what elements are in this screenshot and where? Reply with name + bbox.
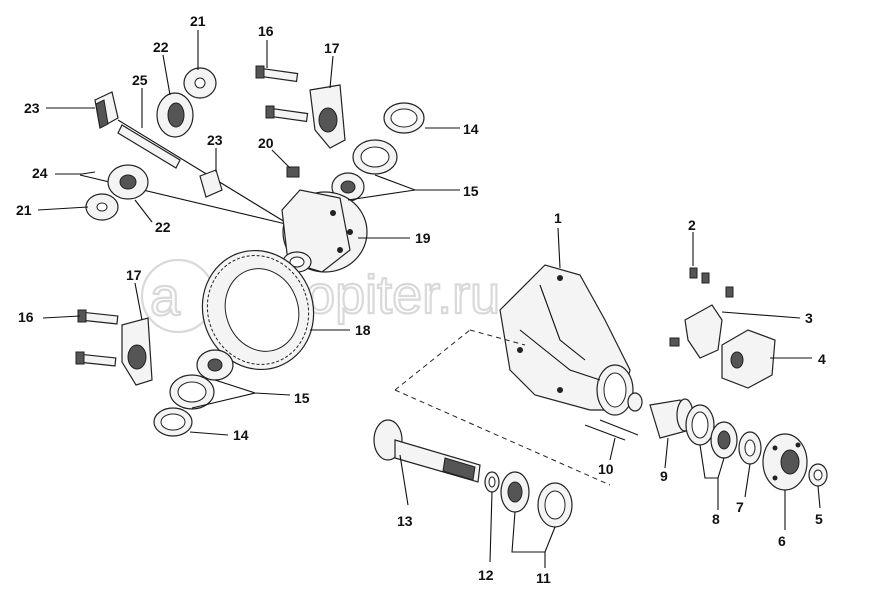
callout-16-left: 16 bbox=[18, 309, 34, 325]
lock-nut bbox=[286, 166, 300, 178]
watermark-a: a bbox=[150, 267, 181, 327]
callout-23-right: 23 bbox=[207, 132, 223, 148]
bolt-2b bbox=[701, 272, 710, 284]
differential-case bbox=[281, 189, 368, 273]
callout-13: 13 bbox=[397, 513, 413, 529]
callout-17-top: 17 bbox=[324, 40, 340, 56]
callout-8: 8 bbox=[712, 511, 720, 527]
callout-25: 25 bbox=[132, 72, 148, 88]
callout-6: 6 bbox=[778, 533, 786, 549]
bolt-head-top-1 bbox=[255, 65, 265, 79]
leader-lines bbox=[37, 30, 821, 568]
assembly-dashed-frame bbox=[394, 329, 611, 486]
bevel-pinion-bottom bbox=[199, 169, 223, 198]
bearing-cap-group-left bbox=[75, 309, 153, 386]
bracket bbox=[684, 304, 723, 359]
carrier-housing bbox=[499, 264, 634, 416]
callout-17-left: 17 bbox=[126, 267, 142, 283]
callout-18: 18 bbox=[355, 322, 371, 338]
callout-14-left: 14 bbox=[233, 427, 249, 443]
callout-12: 12 bbox=[478, 567, 494, 583]
callout-20: 20 bbox=[258, 135, 274, 151]
callout-15-top: 15 bbox=[463, 183, 479, 199]
callout-23-left: 23 bbox=[24, 100, 40, 116]
callout-16-top: 16 bbox=[258, 23, 274, 39]
cross-shaft bbox=[117, 124, 181, 169]
callout-2: 2 bbox=[688, 217, 696, 233]
mount-block bbox=[721, 329, 776, 389]
callout-3: 3 bbox=[805, 310, 813, 326]
bolt-pair-10 bbox=[584, 419, 639, 441]
bolt-2c bbox=[725, 286, 734, 298]
callout-22-top: 22 bbox=[153, 39, 169, 55]
callout-15-left: 15 bbox=[294, 390, 310, 406]
callout-22-bottom: 22 bbox=[155, 219, 171, 235]
bracket-bolt bbox=[669, 337, 680, 347]
callout-11: 11 bbox=[536, 570, 551, 586]
o-ring bbox=[627, 392, 643, 412]
bolt-2a bbox=[689, 267, 698, 279]
callout-1: 1 bbox=[554, 210, 562, 226]
callout-19: 19 bbox=[415, 230, 431, 246]
callout-14-top: 14 bbox=[463, 121, 479, 137]
callout-9: 9 bbox=[660, 468, 668, 484]
bearing-ring-group-top bbox=[331, 102, 425, 202]
ring-gear bbox=[201, 249, 315, 371]
bracket-group bbox=[669, 267, 776, 389]
callout-10: 10 bbox=[598, 461, 614, 477]
callout-5: 5 bbox=[815, 511, 823, 527]
callout-4: 4 bbox=[818, 351, 826, 367]
bearing-ring-group-left bbox=[153, 349, 234, 437]
bearing-cap-group-top bbox=[255, 65, 346, 149]
callout-21-top: 21 bbox=[190, 13, 206, 29]
drive-pinion bbox=[373, 419, 481, 483]
callout-24: 24 bbox=[32, 165, 48, 181]
callout-7: 7 bbox=[736, 499, 744, 515]
companion-flange bbox=[762, 433, 808, 491]
outer-bearing-8 bbox=[685, 404, 738, 459]
pinion-gear-group bbox=[79, 67, 291, 226]
callout-labels: 21 22 25 23 16 17 14 23 20 15 24 21 22 1… bbox=[16, 13, 826, 586]
callout-21-bottom: 21 bbox=[16, 202, 32, 218]
inner-bearing-11 bbox=[500, 471, 573, 528]
